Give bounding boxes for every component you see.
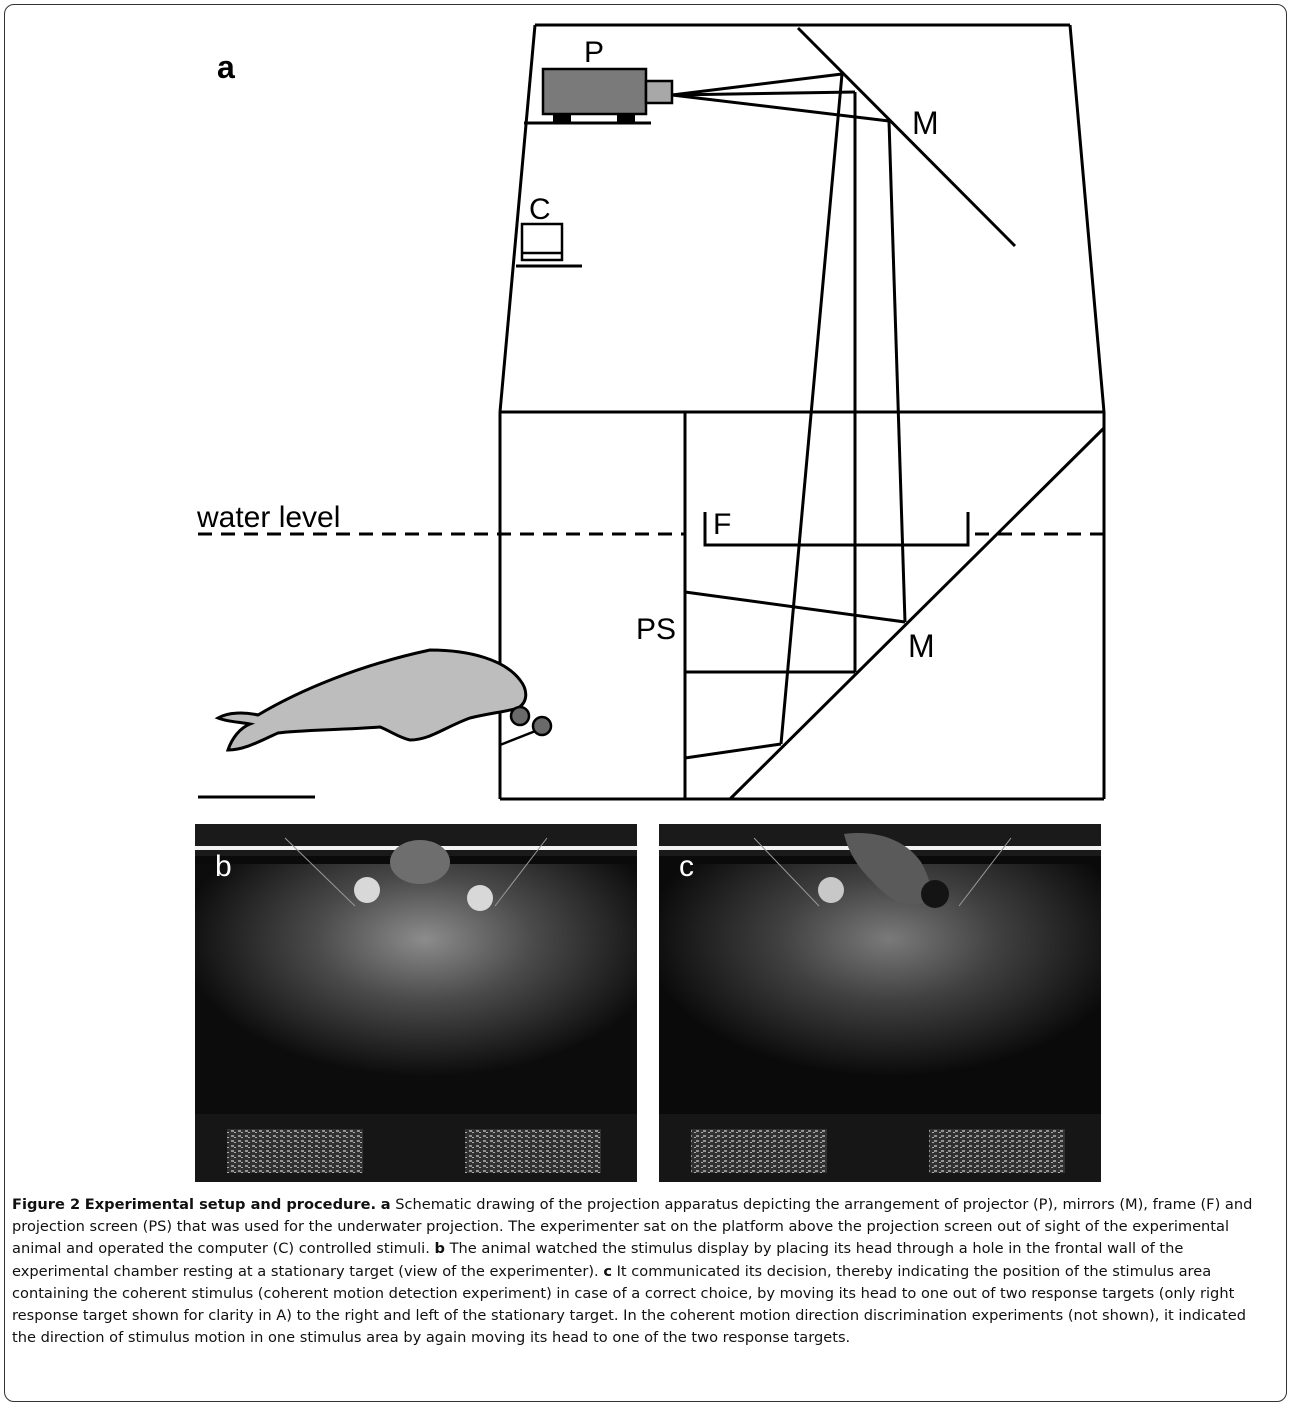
beam (889, 121, 905, 622)
stimulus-area-right (465, 1129, 601, 1173)
label-computer: C (529, 193, 551, 226)
stationary-target-ball (511, 707, 529, 725)
panel-a-letter: a (217, 49, 235, 85)
panel-c-photo: c (659, 824, 1101, 1182)
seal-head (390, 840, 450, 884)
panel-b-letter: b (215, 850, 232, 883)
computer-icon (522, 224, 562, 260)
response-target-right (921, 880, 949, 908)
frame-bracket (705, 512, 968, 545)
seal-silhouette (218, 650, 526, 750)
response-target-left (818, 877, 844, 903)
caption-title: Experimental setup and procedure. (85, 1196, 376, 1213)
projector-body (543, 69, 646, 114)
beam (781, 74, 842, 744)
stimulus-area-left (227, 1129, 363, 1173)
label-mirror-bottom: M (908, 628, 935, 664)
response-target-left (354, 877, 380, 903)
response-target-ball (533, 717, 551, 735)
projector-foot-left (553, 114, 571, 123)
projector-foot-right (617, 114, 635, 123)
label-mirror-top: M (912, 105, 939, 141)
label-projector: P (584, 36, 604, 69)
caption-c-marker: c (603, 1263, 612, 1280)
label-frame: F (713, 508, 731, 541)
stimulus-area-left (691, 1129, 827, 1173)
projector-lens (646, 81, 672, 103)
caption-figure-number: Figure 2 (12, 1196, 80, 1213)
label-projection-screen: PS (636, 613, 676, 646)
caption-a-marker: a (381, 1196, 391, 1213)
stimulus-area-right (929, 1129, 1065, 1173)
response-target-right (467, 885, 493, 911)
panel-a-schematic: a P M C water level F PS M (0, 0, 1293, 820)
target-rod (500, 730, 538, 745)
beam (685, 744, 781, 758)
panel-c-letter: c (679, 850, 694, 883)
mirror-bottom (730, 428, 1104, 799)
figure-caption: Figure 2 Experimental setup and procedur… (12, 1194, 1274, 1349)
structure-right-upper-edge (1070, 25, 1104, 412)
label-water-level: water level (196, 501, 340, 534)
caption-b-marker: b (435, 1240, 445, 1257)
panel-b-photo: b (195, 824, 637, 1182)
